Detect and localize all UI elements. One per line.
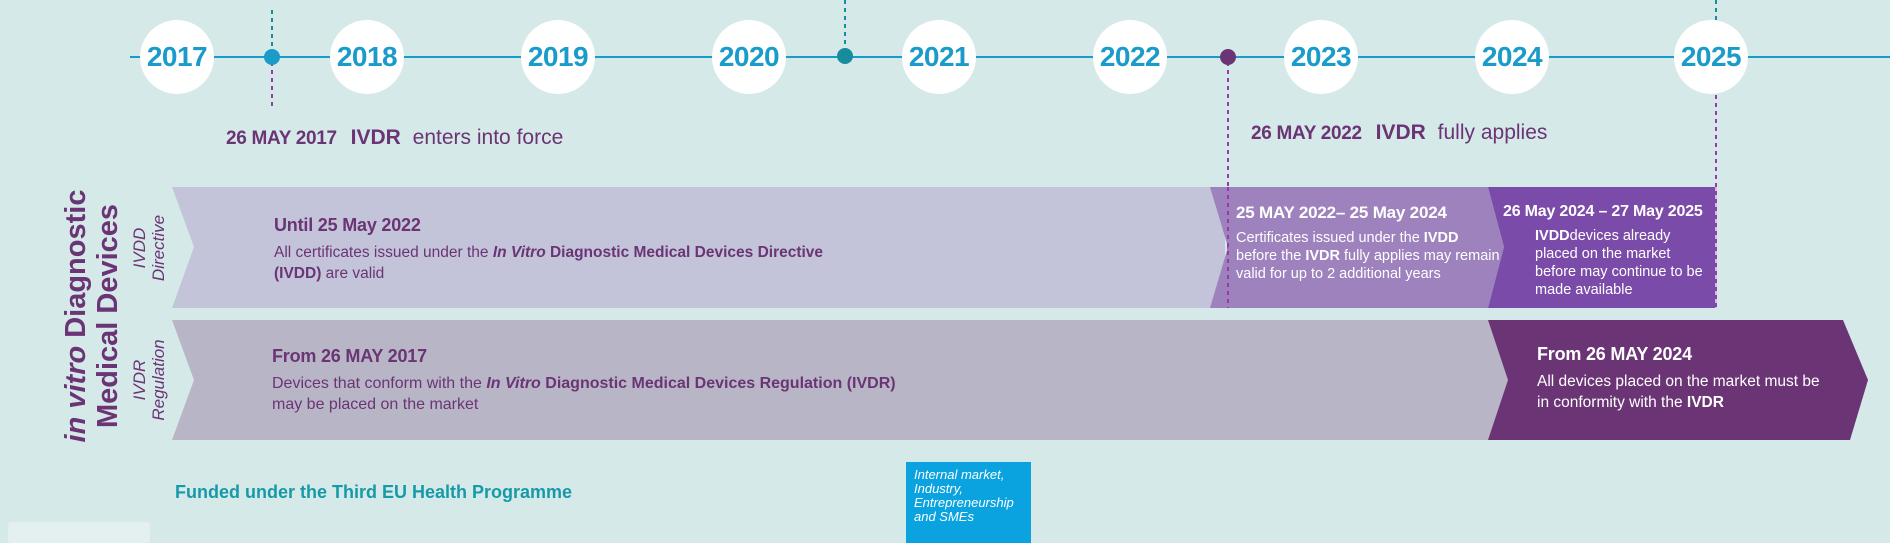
row-title-directive: IVDD Directive [130, 188, 168, 308]
marker-dot-2020 [837, 48, 853, 64]
year-2020: 2020 [712, 20, 786, 94]
body-pre: All devices placed on the market must be… [1537, 373, 1820, 411]
body-post: are valid [321, 265, 385, 282]
regulation-band [172, 320, 1510, 440]
body-pre: All certificates issued under the [274, 244, 493, 261]
directive-main-text: Until 25 May 2022 All certificates issue… [274, 215, 874, 284]
body-bold: IVDR [1686, 394, 1724, 411]
year-2024: 2024 [1475, 20, 1549, 94]
milestone-acronym: IVDR [1375, 121, 1426, 144]
milestone-fully-applies: 26 MAY 2022 IVDR fully applies [1251, 121, 1547, 145]
regulation-end-text: From 26 MAY 2024 All devices placed on t… [1537, 344, 1827, 413]
milestone-enter-force: 26 MAY 2017 IVDR enters into force [226, 126, 563, 150]
body-p1: Certificates issued under the [1236, 230, 1424, 246]
year-2018: 2018 [330, 20, 404, 94]
band-body: All devices placed on the market must be… [1537, 371, 1827, 413]
transition-band [1210, 187, 1504, 308]
funded-label: Funded under the Third EU Health Program… [175, 482, 573, 502]
body-p1: devices already placed on the market bef… [1535, 228, 1703, 298]
body-em: In Vitro [486, 375, 541, 392]
side-title-line1: in vitro Diagnostic [60, 186, 92, 446]
body-bold: Diagnostic Medical Devices Directive (IV… [274, 244, 824, 282]
year-2019: 2019 [521, 20, 595, 94]
milestone-text: fully applies [1437, 121, 1548, 144]
row-title-line1: IVDD [130, 227, 149, 269]
directive-band [172, 187, 1225, 308]
sell-off-band [1488, 187, 1716, 308]
milestone-text: enters into force [412, 126, 564, 149]
marker-dot-2017 [264, 49, 280, 65]
row-title-line1: IVDR [130, 359, 149, 401]
band-heading: 26 May 2024 – 27 May 2025 [1503, 203, 1703, 220]
band-body: Certificates issued under the IVDD befor… [1236, 229, 1502, 283]
year-2023: 2023 [1284, 20, 1358, 94]
side-title: in vitro Diagnostic Medical Devices [60, 186, 124, 446]
row-title-line2: Regulation [149, 339, 168, 421]
band-heading: 25 MAY 2022– 25 May 2024 [1236, 203, 1447, 222]
regulation-main-text: From 26 MAY 2017 Devices that conform wi… [272, 346, 1072, 415]
regulation-end-band [1488, 320, 1868, 440]
band-body: IVDDdevices already placed on the market… [1503, 227, 1713, 299]
side-title-emphasis: in vitro [60, 345, 92, 443]
year-2017: 2017 [140, 20, 214, 94]
body-em: In Vitro [492, 244, 546, 261]
body-b1: IVDD [1535, 228, 1570, 244]
body-p3: fully applies may remain valid for up to… [1236, 248, 1500, 282]
body-p2: before the [1236, 248, 1306, 264]
marker-dot-2022 [1220, 49, 1236, 65]
milestone-date: 26 MAY 2022 [1251, 123, 1362, 144]
body-post: may be placed on the market [272, 396, 479, 413]
sell-off-text: 26 May 2024 – 27 May 2025 IVDDdevices al… [1503, 203, 1713, 299]
milestone-date: 26 MAY 2017 [226, 128, 337, 149]
band-body: All certificates issued under the In Vit… [274, 242, 874, 284]
band-body: Devices that conform with the In Vitro D… [272, 373, 1072, 415]
body-b2: IVDR [1305, 248, 1340, 264]
year-2025: 2025 [1674, 20, 1748, 94]
row-title-line2: Directive [149, 214, 168, 282]
side-title-line1-rest: Diagnostic [60, 189, 92, 338]
band-heading: From 26 MAY 2024 [1537, 344, 1692, 364]
side-title-line2: Medical Devices [92, 203, 124, 429]
body-b1: IVDD [1423, 230, 1459, 246]
faded-tag [8, 522, 150, 543]
row-title-regulation: IVDR Regulation [130, 320, 168, 440]
dg-box: Internal market, Industry, Entrepreneurs… [906, 462, 1031, 543]
body-bold: Diagnostic Medical Devices Regulation (I… [540, 375, 896, 392]
band-heading: From 26 MAY 2017 [272, 346, 427, 366]
milestone-acronym: IVDR [350, 126, 401, 149]
body-pre: Devices that conform with the [272, 375, 487, 392]
year-2022: 2022 [1093, 20, 1167, 94]
transition-text: 25 MAY 2022– 25 May 2024 Certificates is… [1236, 203, 1502, 283]
year-2021: 2021 [902, 20, 976, 94]
band-heading: Until 25 May 2022 [274, 215, 421, 235]
